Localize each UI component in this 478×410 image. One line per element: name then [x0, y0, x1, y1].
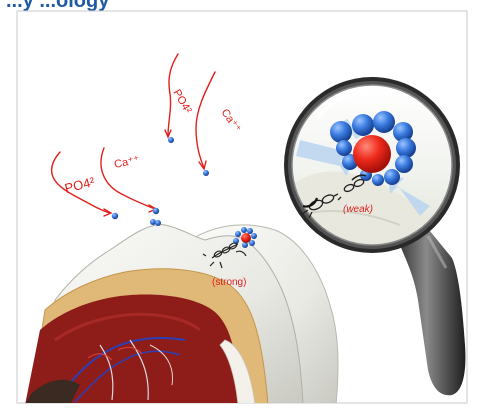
weak-label: (weak): [343, 204, 373, 215]
slide-heading: ...y ...ology: [6, 0, 110, 12]
strong-label: (strong): [212, 277, 246, 288]
